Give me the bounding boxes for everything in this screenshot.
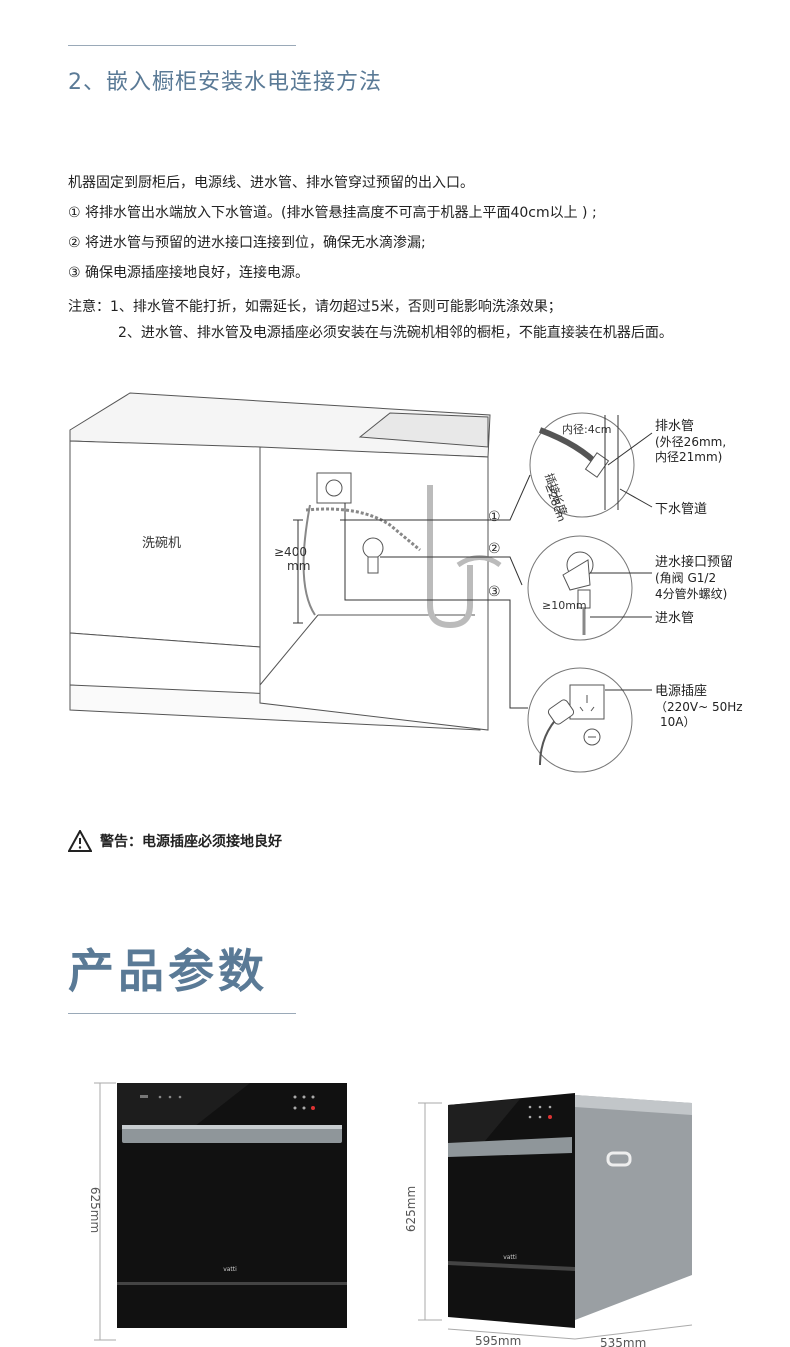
power-spec-1: （220V~ 50Hz	[655, 700, 743, 714]
sink	[358, 412, 489, 448]
side-height-label: 625mm	[404, 1186, 418, 1232]
side-brand: vatti	[503, 1254, 517, 1261]
front-view: vatti 625mm	[88, 1082, 347, 1341]
front-height-label: 625mm	[88, 1187, 102, 1233]
top-divider	[68, 45, 296, 46]
marker-2: ②	[488, 541, 501, 557]
drain-pipe-label: 下水管道	[655, 502, 707, 517]
installation-diagram: 洗碗机 ≥400 mm ① ② ③ 内径:4cm 插接长度 ≥28cm ≥10m…	[69, 392, 743, 773]
step-1-text: ① 将排水管出水端放入下水管道。(排水管悬挂高度不可高于机器上平面40cm以上 …	[68, 205, 597, 221]
note-2-text: 2、进水管、排水管及电源插座必须安装在与洗碗机相邻的橱柜，不能直接装在机器后面。	[118, 325, 673, 341]
depth-label: 535mm	[600, 1336, 646, 1347]
step-2-text: ② 将进水管与预留的进水接口连接到位，确保无水滴渗漏;	[68, 235, 426, 251]
power-spec-2: 10A）	[660, 715, 695, 729]
power-title: 电源插座	[655, 684, 707, 699]
params-divider	[68, 1013, 296, 1014]
inlet-title: 进水接口预留	[655, 554, 733, 570]
front-brand: vatti	[223, 1266, 237, 1273]
drain-title: 排水管	[655, 419, 694, 434]
note-1-text: 注意：1、排水管不能打折，如需延长，请勿超过5米，否则可能影响洗涤效果；	[68, 299, 562, 315]
warning-text: 警告：电源插座必须接地良好	[100, 834, 282, 850]
width-label: 595mm	[475, 1334, 521, 1347]
drain-spec-2: 内径21mm)	[655, 450, 722, 464]
warning-line: 警告：电源插座必须接地良好	[68, 830, 282, 852]
marker-3: ③	[488, 584, 501, 600]
countertop	[69, 392, 491, 458]
intro-text: 机器固定到厨柜后，电源线、进水管、排水管穿过预留的出入口。	[68, 175, 474, 191]
side-view: vatti 625mm 595mm 535mm	[404, 1093, 693, 1347]
drain-spec-1: (外径26mm,	[655, 435, 726, 449]
inlet-gap-label: ≥10mm	[542, 599, 587, 612]
drain-inner-diameter: 内径:4cm	[562, 422, 611, 436]
step-3-text: ③ 确保电源插座接地良好，连接电源。	[68, 265, 309, 281]
inlet-spec-1: (角阀 G1/2	[655, 571, 716, 585]
power-detail-circle	[527, 667, 633, 773]
params-title: 产品参数	[68, 944, 268, 998]
inlet-spec-2: 4分管外螺纹)	[655, 586, 727, 601]
height-label: ≥400	[274, 545, 307, 559]
section-title: 2、嵌入橱柜安装水电连接方法	[68, 70, 382, 95]
warning-triangle-icon	[68, 830, 92, 852]
marker-1: ①	[488, 509, 501, 525]
height-unit: mm	[287, 559, 310, 573]
inlet-hose-label: 进水管	[655, 611, 694, 626]
dishwasher-label: 洗碗机	[142, 535, 181, 551]
